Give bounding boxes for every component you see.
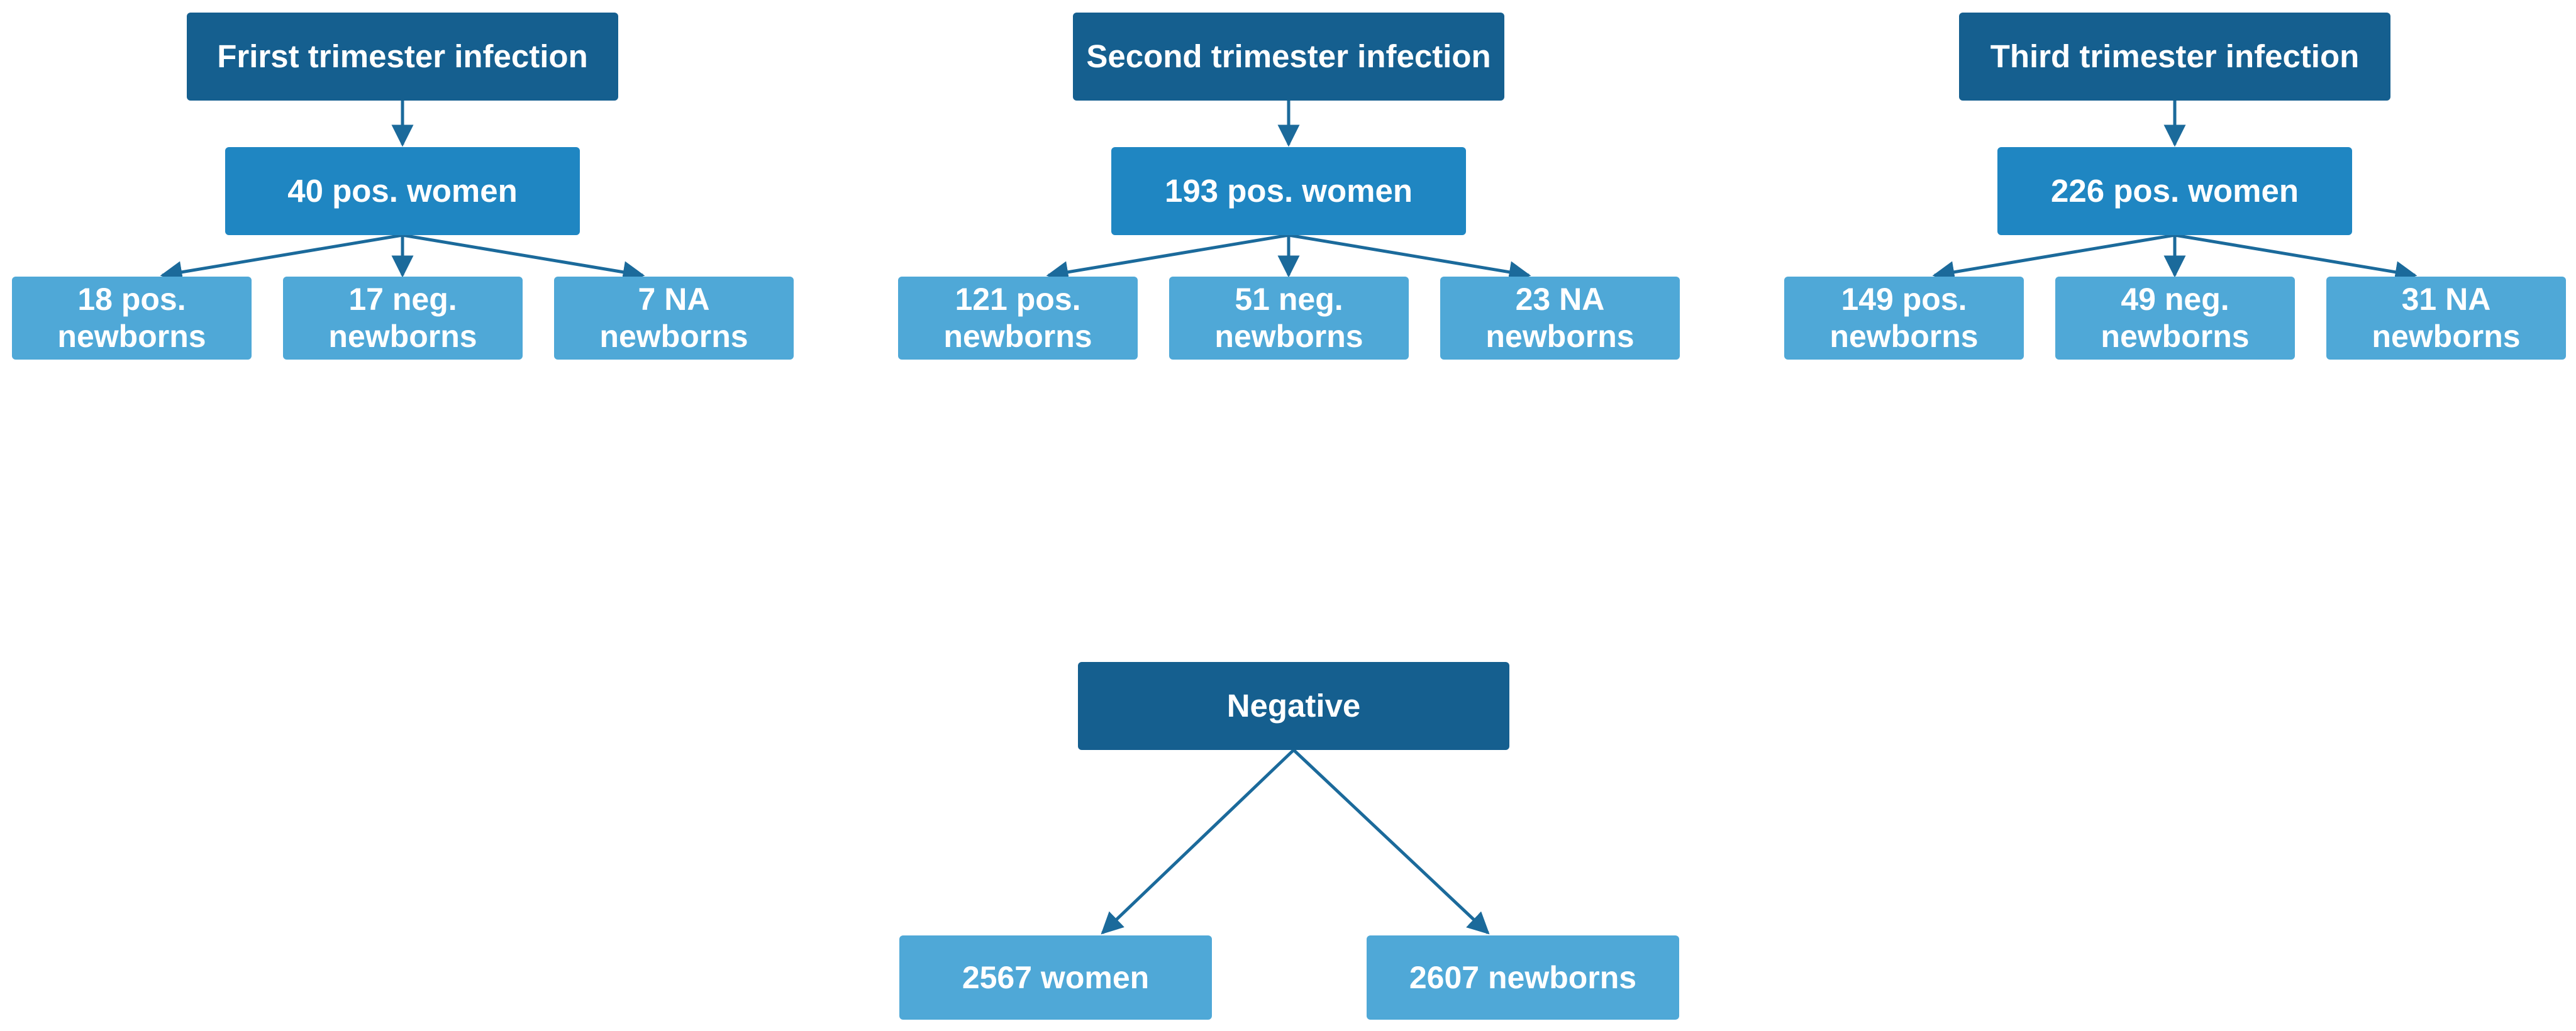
group-1-newborns-positive-label: 18 pos. newborns [57, 282, 206, 354]
group-2-newborns-negative-label: 51 neg. newborns [1214, 282, 1363, 354]
group-3-newborns-na: 31 NA newborns [2326, 277, 2566, 360]
group-3-newborns-na-label: 31 NA newborns [2372, 282, 2521, 354]
arrow-g2-women-to-na [1288, 233, 1531, 284]
group-2-header: Second trimester infection [1073, 13, 1504, 101]
group-1-newborns-na: 7 NA newborns [554, 277, 794, 360]
group-3-header: Third trimester infection [1959, 13, 2390, 101]
arrow-negative-to-women [1101, 749, 1295, 935]
group-3-newborns-positive: 149 pos. newborns [1784, 277, 2024, 360]
arrow-g2-women-to-pos [1046, 233, 1289, 284]
group-1-newborns-positive: 18 pos. newborns [12, 277, 252, 360]
group-1-newborns-negative: 17 neg. newborns [283, 277, 523, 360]
group-3-newborns-negative: 49 neg. newborns [2055, 277, 2295, 360]
group-1-newborns-negative-label: 17 neg. newborns [328, 282, 477, 354]
arrow-g3-women-to-pos [1932, 233, 2175, 284]
arrow-g1-women-to-na [402, 233, 645, 284]
group-2-women-label: 193 pos. women [1165, 172, 1413, 209]
group-3-newborns-negative-label: 49 neg. newborns [2101, 282, 2250, 354]
group-1-women: 40 pos. women [225, 147, 580, 235]
group-2-newborns-na: 23 NA newborns [1440, 277, 1680, 360]
arrow-negative-to-newborns [1292, 749, 1490, 935]
arrow-g1-women-to-pos [160, 233, 403, 284]
group-2-newborns-negative: 51 neg. newborns [1169, 277, 1409, 360]
group-1-newborns-na-label: 7 NA newborns [599, 282, 748, 354]
group-2-newborns-na-label: 23 NA newborns [1485, 282, 1635, 354]
group-1-women-label: 40 pos. women [287, 172, 518, 209]
arrow-g3-women-to-na [2174, 233, 2418, 284]
negative-women: 2567 women [899, 935, 1212, 1020]
negative-women-label: 2567 women [962, 959, 1150, 995]
group-3-women: 226 pos. women [1997, 147, 2352, 235]
group-3-newborns-positive-label: 149 pos. newborns [1829, 282, 1979, 354]
group-2-newborns-positive: 121 pos. newborns [898, 277, 1138, 360]
group-2-women: 193 pos. women [1111, 147, 1466, 235]
group-1-header-label: Frirst trimester infection [217, 38, 588, 74]
negative-header: Negative [1078, 662, 1509, 750]
group-3-women-label: 226 pos. women [2051, 172, 2299, 209]
group-2-newborns-positive-label: 121 pos. newborns [943, 282, 1092, 354]
negative-header-label: Negative [1226, 687, 1361, 724]
group-2-header-label: Second trimester infection [1086, 38, 1491, 74]
group-1-header: Frirst trimester infection [187, 13, 618, 101]
group-3-header-label: Third trimester infection [1990, 38, 2360, 74]
negative-newborns: 2607 newborns [1367, 935, 1679, 1020]
negative-newborns-label: 2607 newborns [1409, 959, 1637, 995]
